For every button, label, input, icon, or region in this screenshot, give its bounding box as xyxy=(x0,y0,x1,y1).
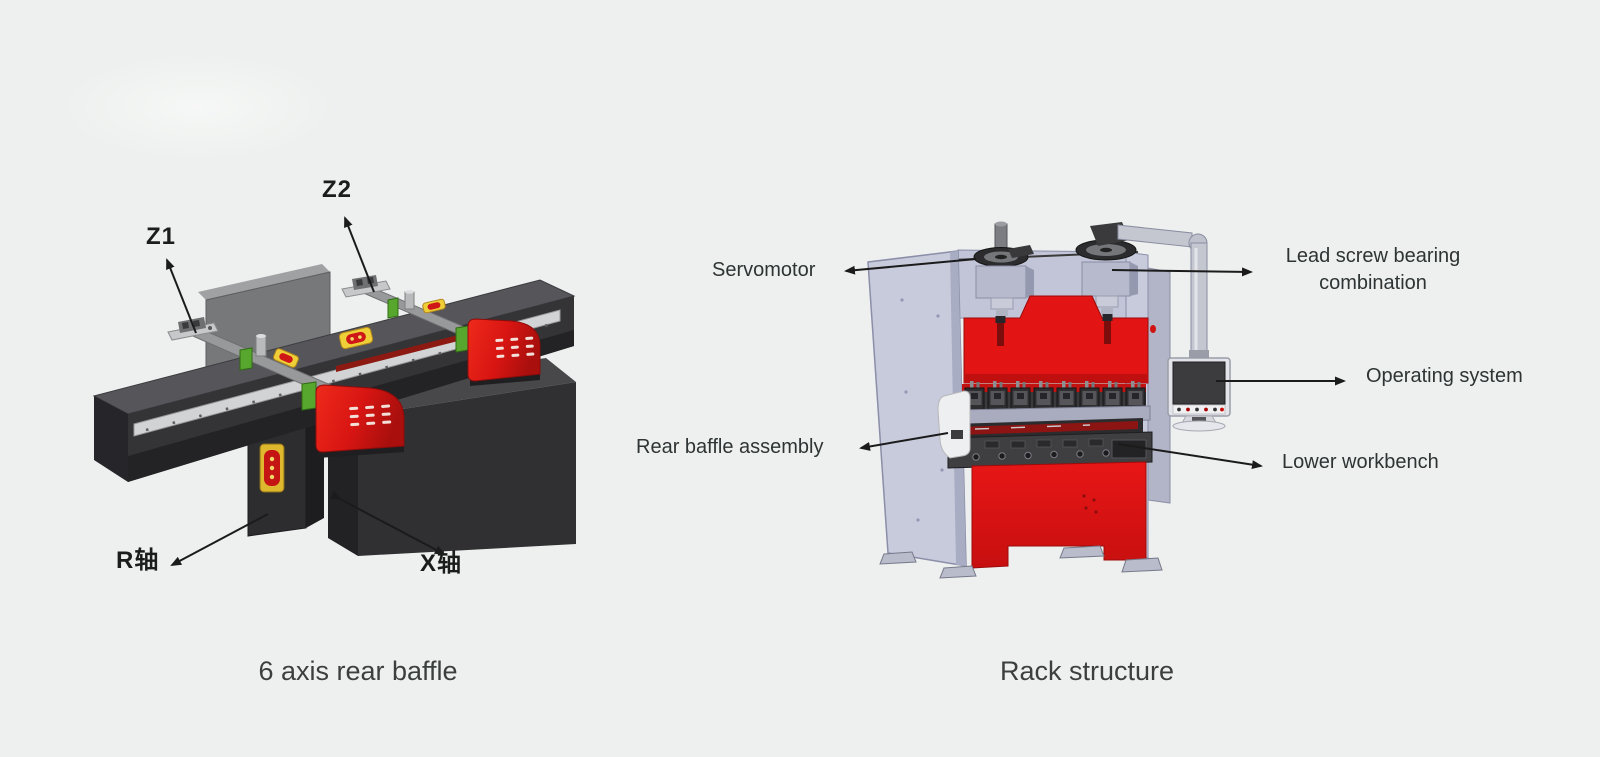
z-drive-cover-2 xyxy=(467,318,541,386)
caption-left-figure: 6 axis rear baffle xyxy=(258,656,458,686)
arrow-servomotor xyxy=(844,258,977,275)
label-servomotor: Servomotor xyxy=(712,259,816,281)
label-lead-screw-bearing: Lead screw bearing combination xyxy=(1285,245,1461,294)
sheet-support-bracket xyxy=(937,390,971,459)
lower-workbench-bar xyxy=(947,431,1153,469)
label-rear-baffle-assembly: Rear baffle assembly xyxy=(636,436,824,458)
label-lower-workbench: Lower workbench xyxy=(1282,451,1439,473)
arrow-lower-workbench xyxy=(1117,443,1263,470)
label-z1: Z1 xyxy=(146,223,177,250)
servomotor-left xyxy=(973,221,1034,316)
lower-body xyxy=(971,461,1147,569)
callout-arrows xyxy=(166,216,1346,566)
arrow-z2 xyxy=(344,216,375,293)
arrow-r-axis xyxy=(170,513,269,566)
z-drive-cover-1 xyxy=(315,384,405,458)
arrow-x-axis xyxy=(329,490,446,555)
bar-label-plate xyxy=(273,348,299,368)
label-z2: Z2 xyxy=(322,176,353,203)
arrow-rear-baffle xyxy=(859,432,949,451)
faded-watermark-blob xyxy=(58,52,338,162)
label-x-axis: X轴 xyxy=(420,550,463,577)
back-gauge-illustration xyxy=(92,264,576,556)
beam-label-plate xyxy=(338,326,374,350)
press-brake-illustration xyxy=(867,221,1231,579)
machine-feet xyxy=(879,545,1163,579)
arrow-lead-screw xyxy=(1111,267,1253,277)
arrow-z1 xyxy=(166,258,197,334)
bar2-label-plate xyxy=(422,298,446,314)
label-r-axis: R轴 xyxy=(116,547,160,574)
caption-right-figure: Rack structure xyxy=(999,656,1175,686)
control-pendant xyxy=(1167,357,1231,432)
label-operating-system: Operating system xyxy=(1366,365,1523,387)
